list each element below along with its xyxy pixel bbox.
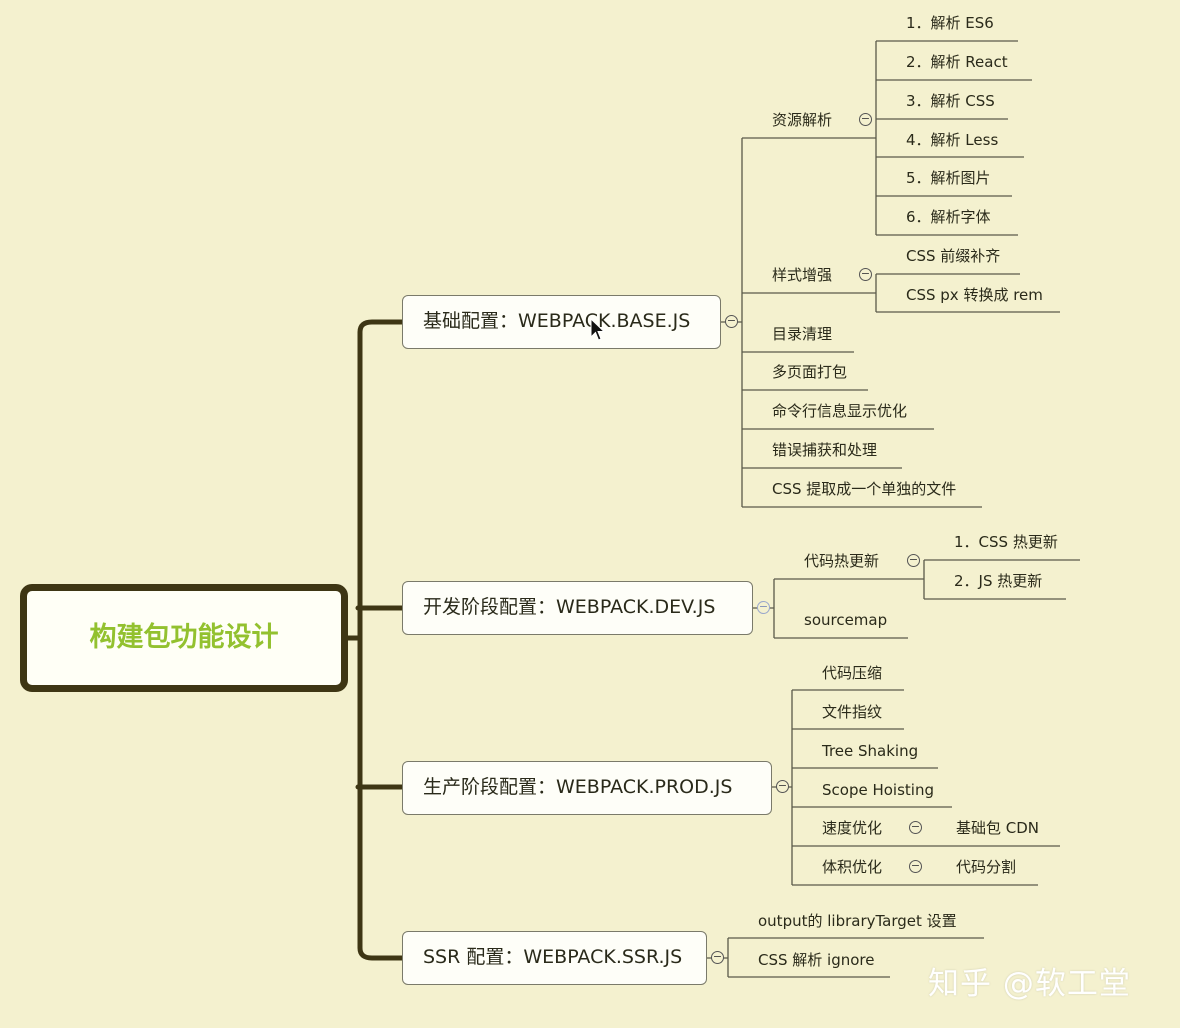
topic-less[interactable]: 4．解析 Less (906, 131, 999, 149)
collapse-size-icon[interactable]: − (909, 859, 922, 873)
topic-code-split[interactable]: 代码分割 (956, 858, 1017, 876)
topic-library-target[interactable]: output的 libraryTarget 设置 (758, 912, 957, 930)
topic-js-hmr[interactable]: 2．JS 热更新 (954, 572, 1043, 590)
topic-multipage[interactable]: 多页面打包 (772, 363, 848, 381)
topic-hash[interactable]: 文件指纹 (822, 703, 883, 721)
collapse-style-icon[interactable]: − (859, 267, 872, 281)
topic-fonts[interactable]: 6．解析字体 (906, 208, 991, 226)
branch-base[interactable]: 基础配置：WEBPACK.BASE.JS (402, 295, 721, 349)
topic-tree-shaking[interactable]: Tree Shaking (822, 742, 919, 760)
topic-css-ignore[interactable]: CSS 解析 ignore (758, 951, 875, 969)
topic-extract-css[interactable]: CSS 提取成一个单独的文件 (772, 480, 957, 498)
trunk-line (344, 319, 406, 961)
topic-prefix[interactable]: CSS 前缀补齐 (906, 247, 1001, 265)
collapse-resource-icon[interactable]: − (859, 112, 872, 126)
branch-prod[interactable]: 生产阶段配置：WEBPACK.PROD.JS (402, 761, 772, 815)
branch-ssr[interactable]: SSR 配置：WEBPACK.SSR.JS (402, 931, 707, 985)
topic-sourcemap[interactable]: sourcemap (804, 611, 888, 629)
topic-errors[interactable]: 错误捕获和处理 (772, 441, 878, 459)
topic-px-rem[interactable]: CSS px 转换成 rem (906, 286, 1043, 304)
collapse-base-icon[interactable]: − (725, 314, 738, 328)
mouse-cursor-icon (590, 318, 606, 341)
topic-clean[interactable]: 目录清理 (772, 325, 833, 343)
topic-style[interactable]: 样式增强 (772, 266, 833, 284)
topic-cdn[interactable]: 基础包 CDN (956, 819, 1040, 837)
collapse-hmr-icon[interactable]: − (907, 553, 920, 567)
connector-resource (742, 41, 877, 235)
topic-cli[interactable]: 命令行信息显示优化 (772, 402, 908, 420)
topic-react[interactable]: 2．解析 React (906, 53, 1008, 71)
collapse-prod-icon[interactable]: − (776, 779, 789, 793)
topic-css[interactable]: 3．解析 CSS (906, 92, 995, 110)
topic-scope-hoisting[interactable]: Scope Hoisting (822, 781, 934, 799)
connector-style (742, 273, 1060, 313)
root-node[interactable]: 构建包功能设计 (20, 584, 348, 692)
branch-dev[interactable]: 开发阶段配置：WEBPACK.DEV.JS (402, 581, 753, 635)
topic-minify[interactable]: 代码压缩 (822, 664, 883, 682)
topic-hmr[interactable]: 代码热更新 (804, 552, 880, 570)
collapse-speed-icon[interactable]: − (909, 820, 922, 834)
topic-speed[interactable]: 速度优化 (822, 819, 883, 837)
collapse-ssr-icon[interactable]: − (711, 950, 724, 964)
topic-size[interactable]: 体积优化 (822, 858, 883, 876)
topic-resource[interactable]: 资源解析 (772, 111, 833, 129)
collapse-dev-icon[interactable]: − (757, 600, 770, 614)
watermark: 知乎 @软工堂 (928, 966, 1131, 1002)
topic-images[interactable]: 5．解析图片 (906, 169, 991, 187)
topic-es6[interactable]: 1．解析 ES6 (906, 14, 994, 32)
topic-css-hmr[interactable]: 1．CSS 热更新 (954, 533, 1058, 551)
